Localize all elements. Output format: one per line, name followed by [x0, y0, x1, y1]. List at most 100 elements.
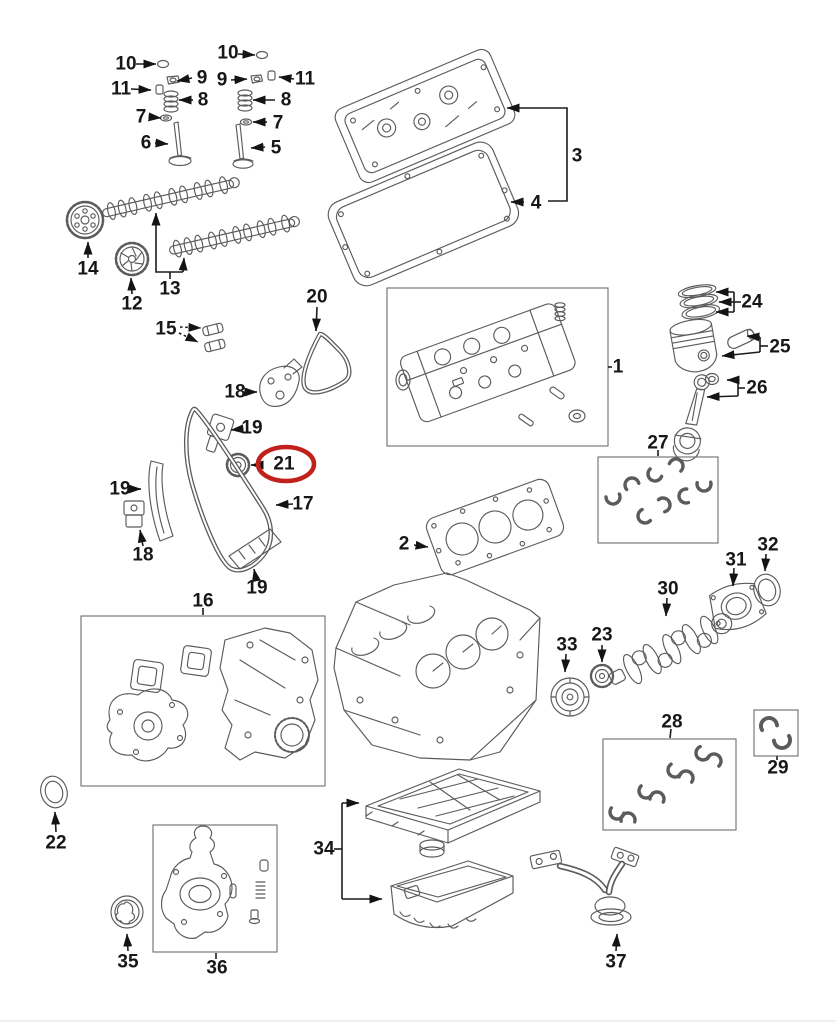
- highlight-layer: [255, 444, 317, 484]
- leader-line: [176, 74, 193, 83]
- part-label-11: 11: [295, 69, 316, 90]
- chain-guide-left: [148, 460, 174, 542]
- group-box-29: [753, 709, 799, 757]
- part-label-18: 18: [132, 545, 153, 566]
- upper-oil-pan: [365, 768, 541, 858]
- leader-line: [413, 540, 429, 550]
- leader-line: [151, 212, 183, 273]
- connecting-rod: [672, 374, 710, 462]
- primary-chain: [184, 406, 274, 573]
- oil-pickup-tube: [529, 846, 640, 926]
- part-label-10: 10: [115, 54, 136, 75]
- leader-line: [137, 529, 147, 547]
- part-label-8: 8: [198, 90, 209, 111]
- leader-line: [237, 49, 256, 59]
- leader-line: [506, 103, 568, 202]
- leader-line: [148, 112, 162, 122]
- part-label-13: 13: [159, 279, 180, 300]
- part-label-17: 17: [292, 494, 313, 515]
- chain-guide-bottom: [228, 528, 282, 570]
- part-label-26: 26: [746, 378, 767, 399]
- leader-line: [154, 138, 169, 148]
- lower-oil-pan: [390, 860, 514, 929]
- leader-line: [278, 74, 295, 84]
- part-label-19: 19: [246, 578, 267, 599]
- crankshaft-timing-gear: [589, 663, 615, 689]
- part-label-23: 23: [591, 625, 612, 646]
- part-label-4: 4: [531, 193, 542, 214]
- part-label-7: 7: [273, 113, 284, 134]
- leader-line: [250, 142, 266, 152]
- camshaft-sprocket: [65, 200, 105, 240]
- piston: [669, 318, 718, 373]
- part-label-20: 20: [306, 287, 327, 308]
- leader-line: [130, 84, 152, 94]
- valve-cover: [334, 48, 516, 184]
- leader-line: [179, 322, 202, 332]
- leader-line: [611, 933, 621, 952]
- vvt-cam-gear: [114, 241, 150, 277]
- part-label-36: 36: [206, 958, 227, 979]
- group-box-36: [152, 824, 278, 953]
- part-label-8: 8: [281, 90, 292, 111]
- crankshaft-pulley: [550, 677, 590, 717]
- group-box-28: [602, 738, 737, 831]
- part-label-19: 19: [109, 479, 130, 500]
- leader-line: [51, 811, 61, 833]
- group-box-16: [80, 615, 326, 787]
- leader-line: [178, 257, 188, 273]
- part-label-32: 32: [757, 535, 778, 556]
- cylinder-head: [395, 302, 586, 427]
- leader-line: [230, 424, 244, 434]
- part-label-1: 1: [613, 357, 624, 378]
- part-label-33: 33: [556, 635, 577, 656]
- leader-line: [178, 332, 199, 343]
- part-label-10: 10: [217, 43, 238, 64]
- leader-line: [669, 728, 672, 739]
- connectors-layer: [51, 49, 778, 959]
- oil-pump-rotor: [110, 895, 144, 929]
- part-label-19: 19: [241, 418, 262, 439]
- part-label-7: 7: [136, 107, 147, 128]
- valve-parts-right: [232, 50, 276, 169]
- leader-line: [746, 332, 761, 342]
- part-label-25: 25: [769, 337, 791, 358]
- part-label-2: 2: [399, 534, 410, 555]
- oil-pump-assembly: [160, 825, 269, 939]
- leader-line: [561, 653, 571, 673]
- part-label-35: 35: [117, 952, 139, 973]
- chain-tensioner-lower: [123, 500, 145, 528]
- leader-line: [230, 75, 248, 85]
- part-label-28: 28: [661, 712, 682, 733]
- part-label-27: 27: [647, 433, 668, 454]
- leader-line: [275, 499, 294, 509]
- timing-cover-assembly: [106, 627, 319, 762]
- camshaft-lower: [169, 214, 300, 258]
- engine-block: [333, 572, 541, 761]
- part-label-18: 18: [224, 382, 245, 403]
- camshaft-upper: [102, 176, 240, 220]
- part-label-22: 22: [45, 833, 66, 854]
- rear-main-seal-retainer: [709, 582, 767, 631]
- part-label-21: 21: [273, 454, 295, 475]
- part-label-3: 3: [572, 146, 583, 167]
- leader-line: [127, 277, 137, 295]
- part-label-12: 12: [121, 294, 142, 315]
- part-label-5: 5: [271, 138, 282, 159]
- front-crank-seal: [40, 775, 68, 809]
- leader-line: [123, 933, 133, 952]
- part-label-37: 37: [605, 952, 626, 973]
- leader-line: [312, 306, 322, 332]
- leader-line: [706, 392, 739, 402]
- leader-line: [662, 597, 672, 617]
- cam-bearing-caps: [202, 322, 226, 353]
- part-label-9: 9: [197, 68, 208, 89]
- part-label-30: 30: [657, 579, 678, 600]
- part-label-15: 15: [155, 319, 177, 340]
- part-label-6: 6: [141, 133, 152, 154]
- rear-main-seal: [753, 573, 781, 607]
